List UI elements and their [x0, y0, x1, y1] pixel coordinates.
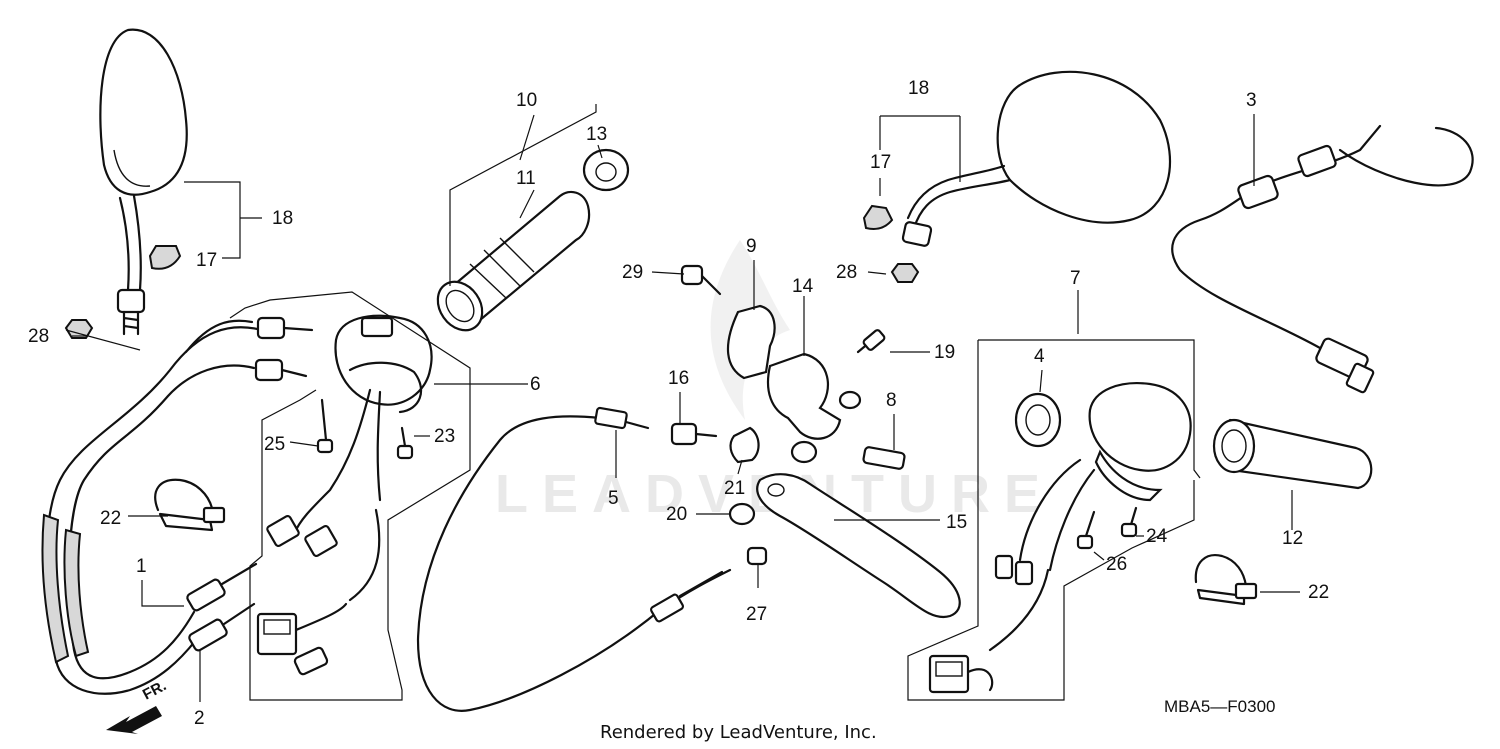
leader-lines	[72, 114, 1300, 702]
callout-3: 3	[1246, 90, 1257, 111]
callout-22-left: 22	[100, 508, 121, 529]
callout-8: 8	[886, 390, 897, 411]
front-direction-label: FR.	[140, 677, 169, 703]
callout-22-right: 22	[1308, 582, 1329, 603]
callout-5: 5	[608, 488, 619, 509]
right-mirror	[862, 70, 1172, 283]
callout-17-left: 17	[196, 250, 217, 271]
callout-12: 12	[1282, 528, 1303, 549]
screws	[316, 398, 1138, 550]
callout-14: 14	[792, 276, 814, 297]
callout-28-right: 28	[836, 262, 857, 283]
callout-labels: 1 2 3 4 5 6 7 8 9 10 11 12 13 14 15 16 1…	[28, 78, 1329, 729]
credit-line: Rendered by LeadVenture, Inc.	[600, 722, 877, 743]
callout-2: 2	[194, 708, 205, 729]
right-switch-assembly	[928, 382, 1192, 694]
callout-19: 19	[934, 342, 955, 363]
callout-23: 23	[434, 426, 455, 447]
callout-4: 4	[1034, 346, 1045, 367]
callout-15: 15	[946, 512, 967, 533]
callout-26: 26	[1106, 554, 1127, 575]
callout-20: 20	[666, 504, 687, 525]
callout-29: 29	[622, 262, 643, 283]
callout-24: 24	[1146, 526, 1168, 547]
callout-16: 16	[668, 368, 689, 389]
diagram-code: MBA5—F0300	[1164, 697, 1276, 716]
left-switch-assembly	[256, 314, 433, 676]
cable-clip-right	[1194, 554, 1258, 606]
cable-clip-left	[154, 478, 226, 532]
front-direction-arrow: FR.	[106, 677, 169, 734]
throttle-cables	[41, 316, 314, 695]
callout-17-right: 17	[870, 152, 891, 173]
callout-28-left: 28	[28, 326, 49, 347]
callout-9: 9	[746, 236, 757, 257]
callout-27: 27	[746, 604, 767, 625]
callout-18-left: 18	[272, 208, 293, 229]
callout-1: 1	[136, 556, 147, 577]
callout-11: 11	[516, 168, 536, 189]
callout-10: 10	[516, 90, 537, 111]
clutch-cable	[416, 406, 732, 712]
right-grip	[1212, 418, 1373, 490]
callout-25: 25	[264, 434, 285, 455]
callout-21: 21	[724, 478, 745, 499]
callout-7: 7	[1070, 268, 1081, 289]
callout-13: 13	[586, 124, 607, 145]
left-mirror	[64, 28, 188, 339]
group-outlines	[65, 104, 1201, 701]
callout-18-right: 18	[908, 78, 929, 99]
callout-6: 6	[530, 374, 541, 395]
choke-cable	[1171, 124, 1474, 394]
throttle-grip	[436, 148, 630, 332]
clutch-lever-assembly	[670, 264, 961, 619]
